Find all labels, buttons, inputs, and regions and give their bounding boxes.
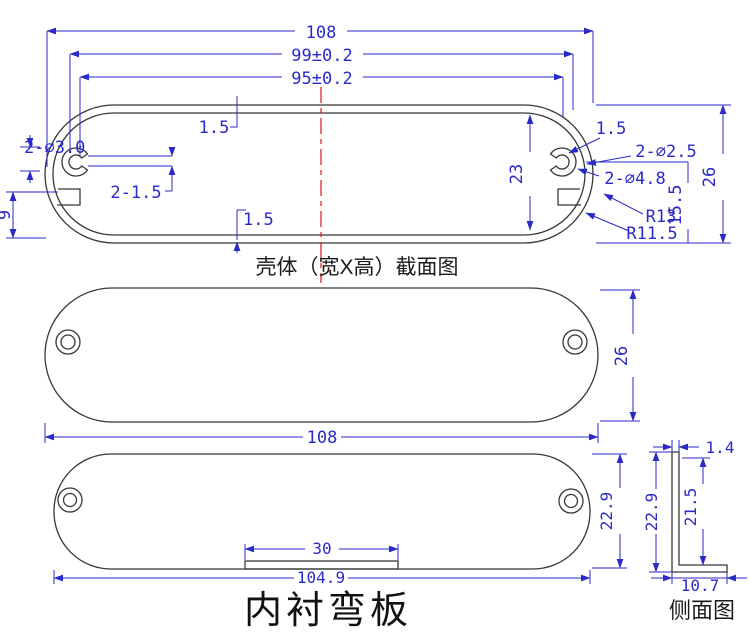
leader-wall-right [568,137,601,154]
mask-95 [282,69,363,86]
mask-155 [672,183,690,229]
dim-radius-inner: R11.5 [626,224,677,244]
dim-cover-width: 108 [307,428,338,448]
mask-liner-height [603,488,621,534]
leader-screw-holes [586,155,632,166]
cover-left-hole-outer [55,329,81,355]
mask-cover-width [303,429,341,445]
leader-radius-inner [585,212,630,232]
liner-left-hole-outer [57,487,83,513]
dim-liner-height: 22.9 [597,492,616,531]
dim-screw-holes: 2-⌀2.5 [635,142,696,162]
cover-right-hole-inner [567,334,583,350]
mask-liner-width [294,570,348,585]
leader-boss-holes [577,168,600,177]
dim-tab-width: 30 [312,539,331,558]
dim-mount-width: 99±0.2 [291,46,352,66]
liner-tab [244,560,399,570]
liner-caption: 内衬弯板 [244,590,412,632]
mask-side-outer [648,489,665,534]
dim-side-outer-height: 22.9 [642,493,661,532]
dim-side-thickness: 1.4 [706,438,735,457]
leader-radius-outer [603,193,644,215]
mask-108 [295,23,347,40]
dim-boss-holes: 2-⌀4.8 [604,169,665,189]
liner-right-hole-outer [558,488,584,514]
dim-left-holes: 2-⌀3.0 [24,138,85,158]
mask-leg [678,579,722,593]
liner-left-hole-inner [62,492,78,508]
dim-boss-height: 15.5 [666,185,686,226]
dim-overall-width: 108 [306,23,337,43]
mask-23 [513,152,531,196]
cover-plate-view: 108 26 [44,287,640,448]
left-notch [57,188,81,206]
bracket-wall-top [230,114,238,128]
mask-26 [706,154,724,200]
dim-side-inner-height: 21.5 [681,488,700,527]
dim-inner-height: 23 [507,164,527,184]
right-notch [557,188,581,206]
shell-section-caption: 壳体（宽X高）截面图 [255,256,458,279]
dim-cover-height: 26 [612,346,632,366]
dim-slot-pair: 2-1.5 [110,183,161,203]
dim-bottom-offset: 9 [0,210,15,220]
side-profile-view: 22.9 21.5 1.4 10.7 侧面图 [642,438,747,623]
side-view-caption: 侧面图 [669,598,735,623]
cover-right-hole-outer [562,329,588,355]
mask-side-inner [687,484,704,529]
mask-99 [282,46,363,63]
dim-wall-right: 1.5 [596,119,627,139]
right-screw-boss [549,147,577,177]
mask-tab [305,541,339,556]
shell-section-view: 108 99±0.2 95±0.2 1.5 2-⌀3.0 2-1.5 9 1.5… [0,23,731,283]
shell-inner-contour [52,112,586,236]
dim-inner-width: 95±0.2 [291,69,352,89]
dim-radius-outer: R13 [646,207,677,227]
mask-cover-height [618,334,636,377]
dim-wall-top: 1.5 [199,118,230,138]
dim-liner-width: 104.9 [297,568,345,587]
left-screw-boss [61,147,89,177]
dim-overall-height: 26 [700,167,720,187]
dim-side-leg-width: 10.7 [681,576,720,595]
liner-right-hole-inner [563,493,579,509]
cover-outline [44,287,599,423]
dim-wall-bottom: 1.5 [243,210,274,230]
cover-left-hole-inner [60,334,76,350]
liner-plate-view: 30 104.9 22.9 内衬弯板 [53,453,627,632]
